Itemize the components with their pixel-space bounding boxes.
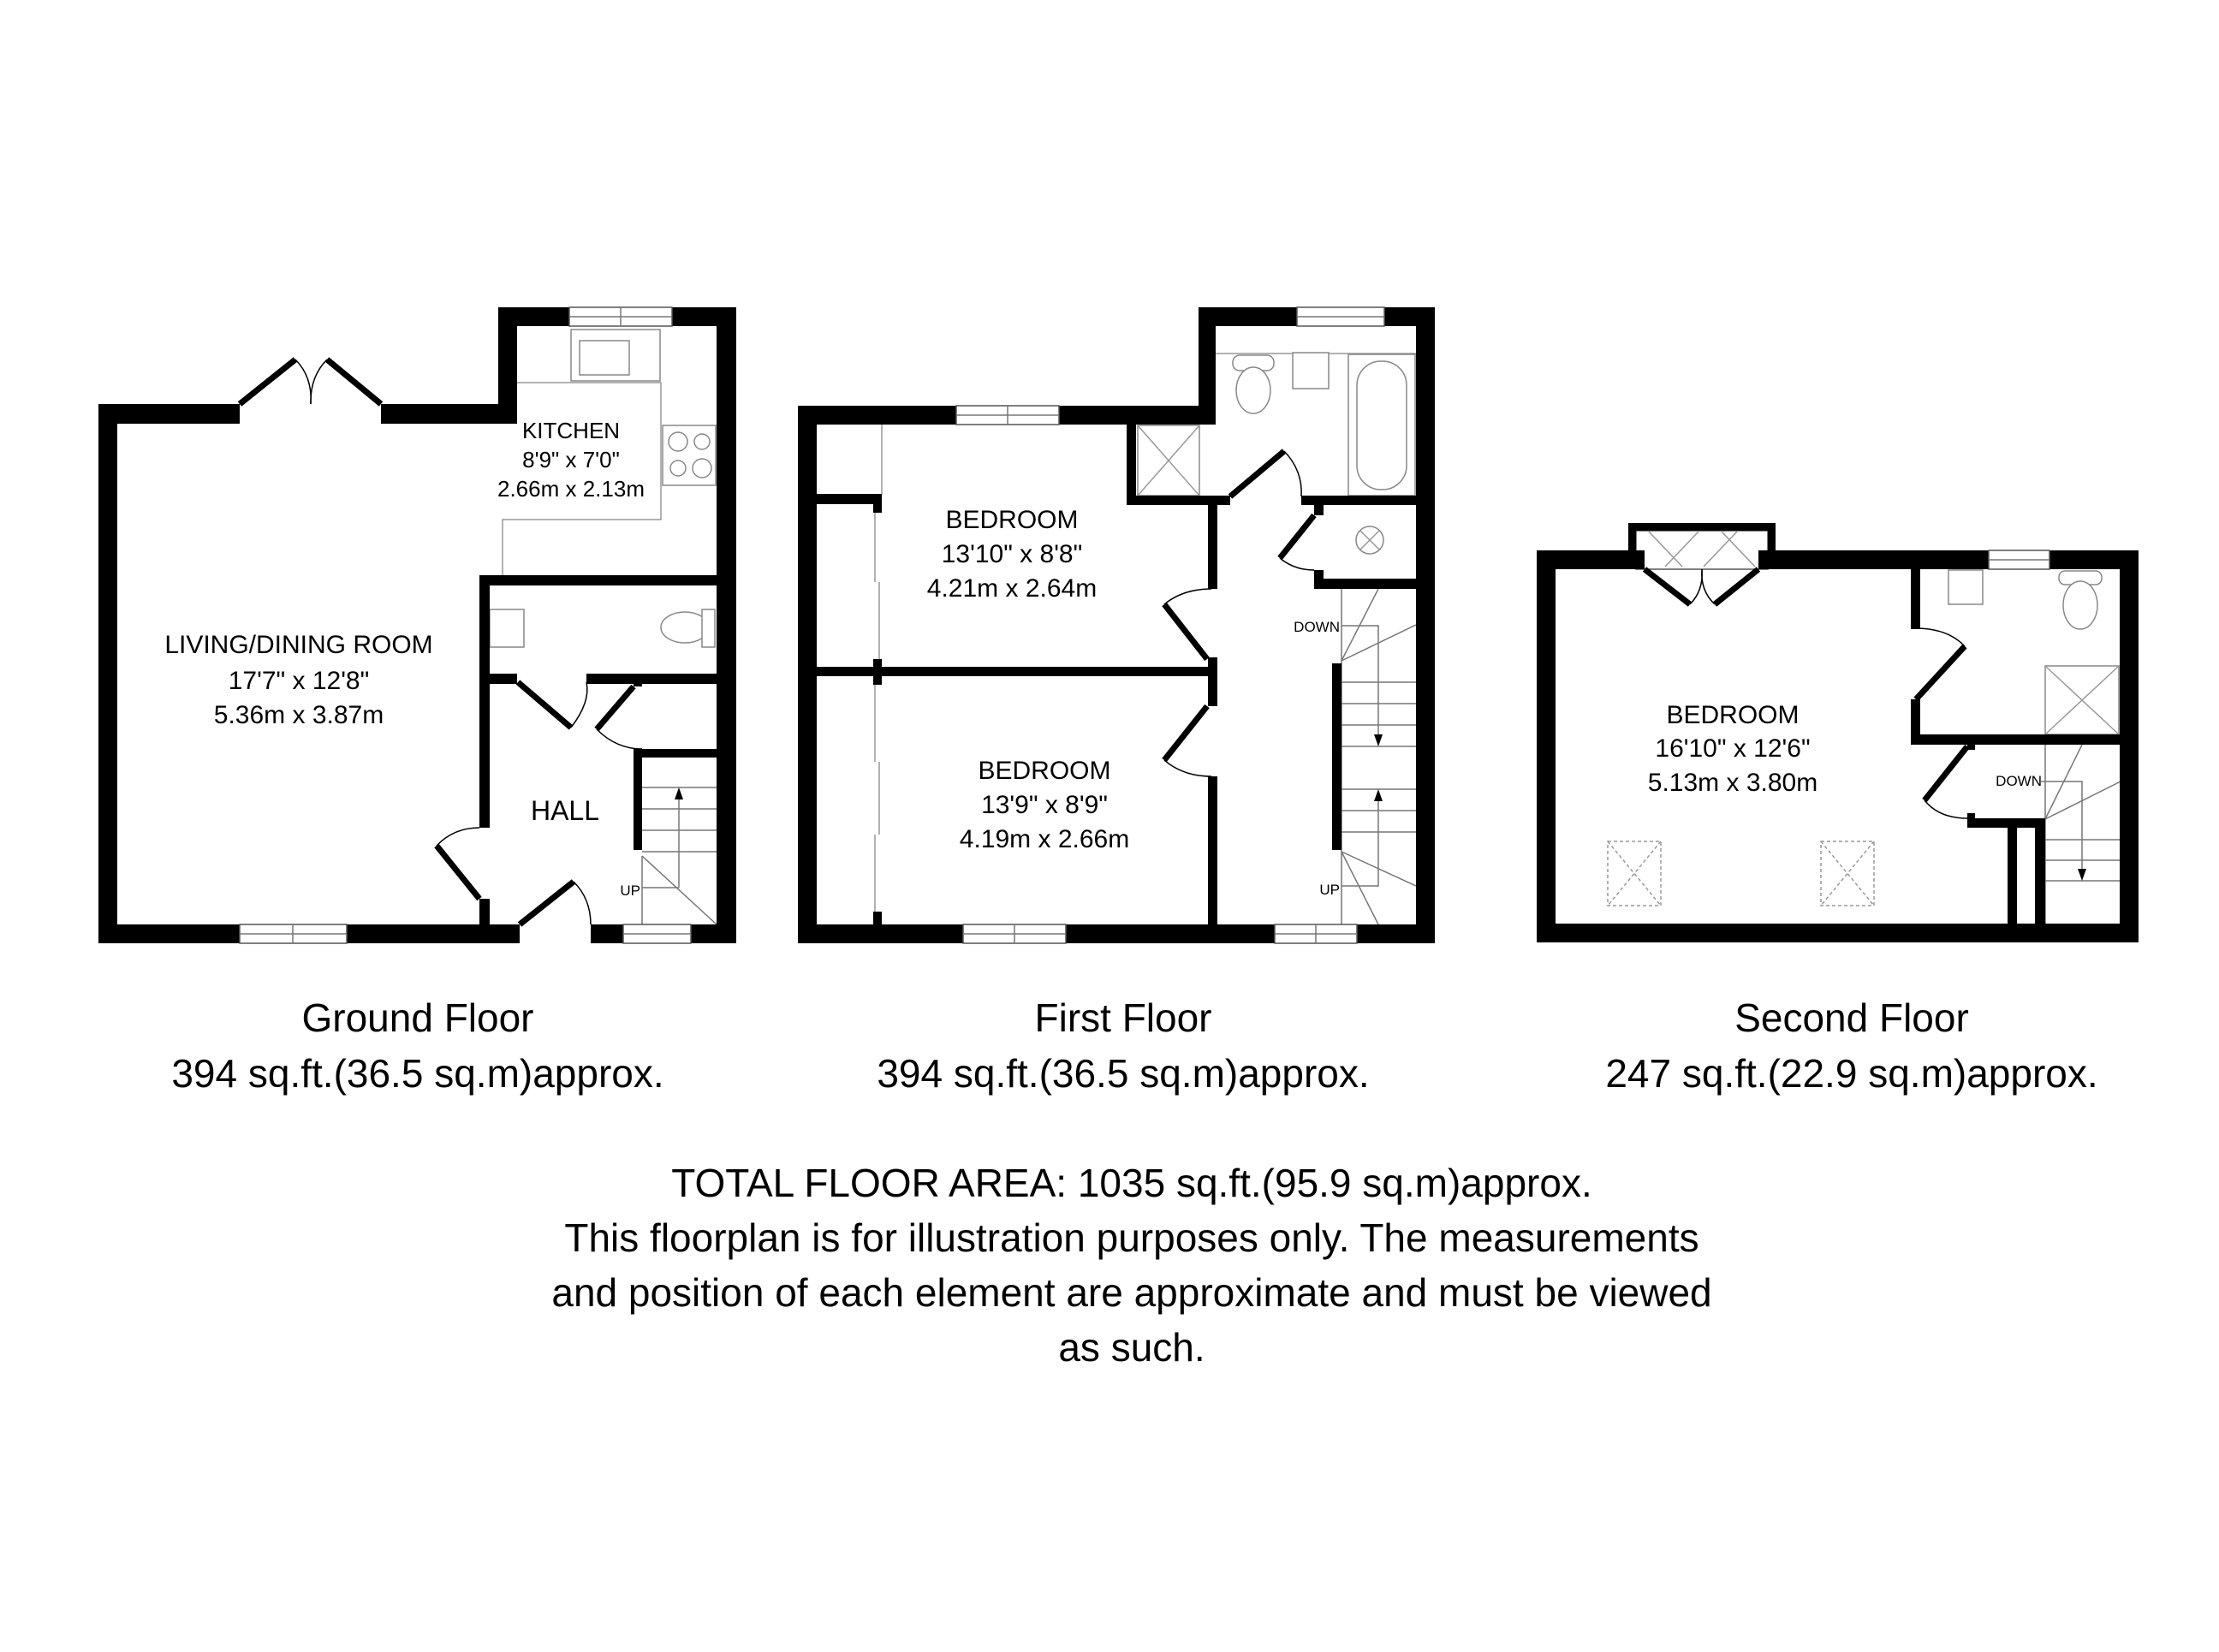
arrow-up-icon: [1374, 789, 1383, 801]
room-size-metric-bedroom-1: 4.21m x 2.64m: [927, 574, 1097, 603]
window: [1274, 924, 1358, 944]
total-floor-area: TOTAL FLOOR AREA: 1035 sq.ft.(95.9 sq.m)…: [671, 1161, 1591, 1205]
room-name-bedroom-top: BEDROOM: [1666, 701, 1799, 729]
ground-stairs: [641, 787, 717, 925]
floor-area-first: 394 sq.ft.(36.5 sq.m)approx.: [877, 1051, 1369, 1096]
window: [1296, 306, 1385, 327]
room-size-imperial-bedroom-2: 13'9" x 8'9": [981, 791, 1108, 819]
first-stairs: [1341, 588, 1417, 925]
ground-floor-plan: LIVING/DINING ROOM 17'7" x 12'8" 5.36m x…: [98, 306, 736, 944]
hob: [662, 425, 717, 486]
stairs-up-label: UP: [620, 882, 640, 899]
room-size-imperial-bedroom-top: 16'10" x 12'6": [1655, 734, 1810, 763]
first-floor-plan: BEDROOM 13'10" x 8'8" 4.21m x 2.64m BEDR…: [798, 306, 1435, 944]
room-name-hall: HALL: [531, 795, 599, 826]
room-name-bedroom-2: BEDROOM: [978, 757, 1110, 785]
room-name-kitchen: KITCHEN: [522, 418, 620, 443]
landing-door[interactable]: [1922, 744, 1970, 819]
floor-title-ground: Ground Floor: [301, 995, 533, 1040]
window: [622, 924, 692, 944]
window: [568, 306, 673, 327]
cupboard-door[interactable]: [1277, 513, 1317, 571]
room-size-metric-bedroom-2: 4.19m x 2.66m: [960, 825, 1129, 853]
ensuite-door[interactable]: [1913, 627, 1967, 702]
room-size-imperial-bedroom-1: 13'10" x 8'8": [942, 540, 1083, 568]
room-size-imperial-kitchen: 8'9" x 7'0": [522, 447, 620, 472]
kitchen-counter: [502, 382, 662, 575]
window: [1988, 550, 2050, 570]
bathroom-door[interactable]: [1228, 449, 1302, 499]
bedroom-door[interactable]: [1162, 704, 1212, 777]
window: [962, 924, 1067, 944]
cupboard-door[interactable]: [594, 684, 643, 750]
front-door[interactable]: [517, 879, 592, 927]
room-size-metric-kitchen: 2.66m x 2.13m: [497, 476, 645, 502]
second-floor-plan: BEDROOM 16'10" x 12'6" 5.13m x 3.80m DOW…: [1537, 523, 2139, 942]
floor-title-first: First Floor: [1035, 995, 1212, 1040]
room-size-metric-living: 5.36m x 3.87m: [214, 701, 384, 729]
disclaimer-line: as such.: [1058, 1325, 1205, 1370]
floor-area-second: 247 sq.ft.(22.9 sq.m)approx.: [1605, 1051, 2097, 1096]
sink-basin: [579, 340, 630, 376]
arrow-down-icon: [2078, 869, 2086, 881]
skylight: [1820, 841, 1875, 906]
floor-area-ground: 394 sq.ft.(36.5 sq.m)approx.: [171, 1051, 663, 1096]
window: [955, 405, 1060, 425]
room-name-living: LIVING/DINING ROOM: [164, 631, 432, 659]
room-size-metric-bedroom-top: 5.13m x 3.80m: [1648, 769, 1817, 797]
second-stairs: [2041, 744, 2121, 924]
disclaimer-line: This floorplan is for illustration purpo…: [564, 1215, 1698, 1260]
window: [239, 924, 348, 944]
skylight: [1607, 841, 1662, 906]
room-name-bedroom-1: BEDROOM: [945, 506, 1078, 534]
bay-doors[interactable]: [1642, 567, 1761, 607]
stairs-down-label: DOWN: [1294, 619, 1340, 635]
french-doors[interactable]: [237, 357, 384, 407]
living-room-door[interactable]: [434, 827, 482, 901]
stairs-up-label: UP: [1319, 882, 1340, 898]
room-size-imperial-living: 17'7" x 12'8": [229, 667, 370, 695]
disclaimer-line: and position of each element are approxi…: [551, 1270, 1711, 1315]
arrow-down-icon: [1374, 734, 1383, 746]
bedroom-door[interactable]: [1162, 588, 1212, 662]
bathroom-fixtures: [1137, 352, 1416, 555]
bay-window: [1635, 530, 1769, 570]
ensuite-fixtures: [1948, 569, 2120, 735]
floor-title-second: Second Floor: [1734, 995, 1969, 1040]
arrow-up-icon: [675, 787, 683, 799]
wc-fixtures: [489, 609, 716, 648]
wc-door[interactable]: [515, 680, 588, 730]
stairs-down-label: DOWN: [1996, 773, 2042, 789]
